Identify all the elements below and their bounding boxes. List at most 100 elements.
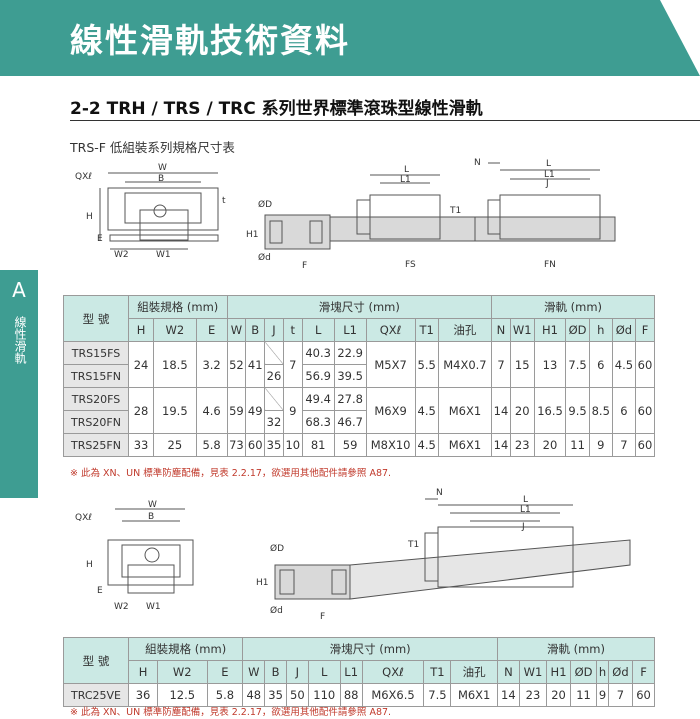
header-block-2: 滑塊尺寸 (mm) (242, 637, 498, 661)
cell-w1: 23 (509, 433, 535, 457)
header-rail: 滑軌 (mm) (491, 295, 655, 319)
cell-h-rail: 6 (588, 341, 613, 388)
cell-e: 3.2 (195, 341, 228, 388)
dim-w-2: W (148, 500, 157, 510)
dim-w1-2: W1 (146, 602, 161, 612)
cell-b: 41 (245, 341, 266, 388)
col-header: W2 (153, 318, 197, 342)
cell-h: 33 (127, 433, 155, 457)
cell-qxl: M6X6.5 (361, 683, 425, 707)
banner-corner (660, 0, 700, 76)
cell-l: 81 (301, 433, 335, 457)
dim-l1: L1 (400, 175, 411, 185)
col-header: B (245, 318, 266, 342)
dim-f: F (302, 261, 307, 270)
cell-w: 73 (226, 433, 247, 457)
col-header: T1 (423, 660, 452, 684)
cell-odsmall: 7 (607, 683, 634, 707)
col-header: E (195, 318, 228, 342)
dim-l-fn: L (546, 159, 551, 169)
cell-j: 35 (264, 433, 284, 457)
dim-t: t (222, 196, 226, 206)
col-header: H (127, 660, 159, 684)
rail-section-view: ØD H1 Ød F (246, 199, 331, 270)
dim-w2-2: W2 (114, 602, 129, 612)
fn-side-view: N L L1 J FN (474, 158, 616, 270)
cell-qxl: M8X10 (365, 433, 416, 457)
header-banner: 線性滑軌技術資料 (0, 0, 700, 76)
cell-h1: 16.5 (533, 387, 567, 434)
cell-oil: M6X1 (437, 433, 493, 457)
dim-od-2: ØD (270, 543, 284, 554)
cell-h: 24 (127, 341, 155, 388)
dim-qxl: QXℓ (75, 172, 92, 182)
cell-oil: M4X0.7 (437, 341, 493, 388)
chapter-letter: A (12, 278, 26, 302)
cell-od: 7.5 (565, 341, 590, 388)
cell-w: 52 (226, 341, 247, 388)
dim-n-2: N (436, 488, 443, 498)
cell-n: 14 (491, 387, 511, 434)
dim-l1-2: L1 (520, 505, 531, 515)
cell-j: 32 (264, 410, 284, 434)
header-assembly: 組裝規格 (mm) (128, 295, 228, 319)
header-rail-2: 滑軌 (mm) (496, 637, 656, 661)
cell-oil: M6X1 (437, 387, 493, 434)
cell-e: 5.8 (206, 683, 244, 707)
col-header: W2 (157, 660, 208, 684)
cell-f: 60 (635, 387, 655, 434)
section-divider (70, 120, 700, 121)
cell-f: 60 (635, 433, 655, 457)
dim-t1-2: T1 (407, 540, 419, 550)
col-header: W1 (509, 318, 535, 342)
cell-l1: 46.7 (333, 410, 367, 434)
cell-n: 14 (491, 433, 511, 457)
front-view-2: W B QXℓ H E W2 W1 (75, 500, 194, 612)
cell-l1: 39.5 (333, 364, 367, 388)
cell-l1: 88 (339, 683, 363, 707)
col-header: N (496, 660, 520, 684)
dim-e-2: E (97, 586, 103, 596)
cell-w1: 20 (509, 387, 535, 434)
cell-odsmall: 7 (611, 433, 637, 457)
cell-qxl: M5X7 (365, 341, 416, 388)
cell-h-rail: 9 (588, 433, 613, 457)
cell-e: 5.8 (195, 433, 228, 457)
col-header: L1 (333, 318, 367, 342)
subsection-title: TRS-F 低組裝系列規格尺寸表 (70, 140, 235, 155)
cell-l: 110 (307, 683, 341, 707)
cell-odsmall: 4.5 (611, 341, 637, 388)
cell-n: 14 (496, 683, 520, 707)
model-cell: TRS25FN (63, 433, 129, 457)
cell-oil: M6X1 (450, 683, 498, 707)
dim-l: L (404, 165, 409, 175)
dim-n: N (474, 158, 481, 168)
dim-l-2: L (523, 495, 528, 505)
col-header: N (491, 318, 511, 342)
col-header: W (242, 660, 266, 684)
rail-section-view-2: ØD H1 Ød F (256, 543, 351, 620)
col-header: QXℓ (361, 660, 425, 684)
dim-b: B (158, 174, 164, 184)
col-header: H1 (533, 318, 567, 342)
col-header: T1 (414, 318, 439, 342)
dim-t1: T1 (449, 206, 461, 216)
col-header: W (226, 318, 247, 342)
cell-h-rail: 9 (596, 683, 609, 707)
model-cell: TRS20FN (63, 410, 129, 434)
cell-h1: 20 (546, 683, 571, 707)
chapter-side-tab[interactable]: A 線性滑軌 (0, 270, 38, 498)
model-cell: TRS20FS (63, 387, 129, 411)
cell-j: 50 (285, 683, 309, 707)
footnote-2: ※ 此為 XN、UN 標準防塵配備，見表 2.2.17，欲選用其他配件請參照 A… (70, 707, 392, 718)
col-header: W1 (518, 660, 548, 684)
cell-od: 9.5 (565, 387, 590, 434)
col-header: 油孔 (437, 318, 493, 342)
label-fn: FN (544, 260, 556, 270)
col-header: t (282, 318, 303, 342)
trc-spec-table: 型 號 組裝規格 (mm) 滑塊尺寸 (mm) 滑軌 (mm) H W2 E W… (63, 637, 656, 707)
cell-l: 68.3 (301, 410, 335, 434)
col-header: H1 (546, 660, 571, 684)
cell-t: 9 (282, 387, 303, 434)
col-header: L (307, 660, 341, 684)
